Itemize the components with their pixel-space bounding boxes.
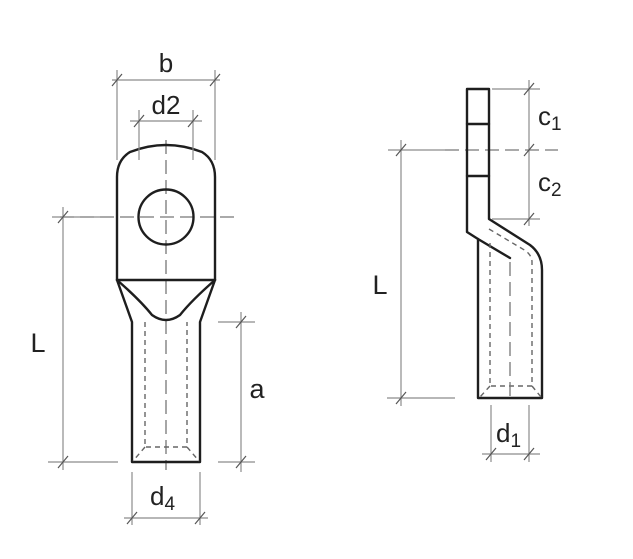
dimension-L-front: L [30, 207, 118, 470]
bolt-hole [137, 188, 195, 246]
label-c2: c2 [538, 167, 562, 201]
lug-palm-outline [115, 143, 217, 282]
dimension-d1: d1 [482, 405, 540, 462]
side-bore-hidden [488, 228, 533, 387]
dimension-d4: d4 [124, 472, 208, 525]
label-c1: c1 [538, 101, 562, 135]
label-d4: d4 [150, 481, 175, 515]
label-b: b [159, 48, 173, 78]
label-L-front: L [30, 328, 45, 358]
barrel-bore-hidden [144, 322, 188, 448]
label-L-side: L [372, 270, 387, 300]
dimension-L-side: L [372, 140, 455, 406]
transition-curve [115, 278, 217, 322]
label-a: a [249, 374, 265, 404]
label-d2: d2 [152, 90, 181, 120]
dimension-d2: d2 [130, 90, 202, 160]
dimension-c1-c2: c1 c2 [492, 80, 562, 226]
dimension-a: a [218, 312, 265, 472]
lug-barrel-outline [115, 278, 217, 464]
dimension-b: b [111, 48, 221, 160]
side-view: c1 c2 L d1 [372, 80, 562, 462]
front-view: b d2 L a [30, 48, 265, 525]
label-d1: d1 [496, 418, 521, 452]
side-palm-outline [465, 87, 544, 400]
